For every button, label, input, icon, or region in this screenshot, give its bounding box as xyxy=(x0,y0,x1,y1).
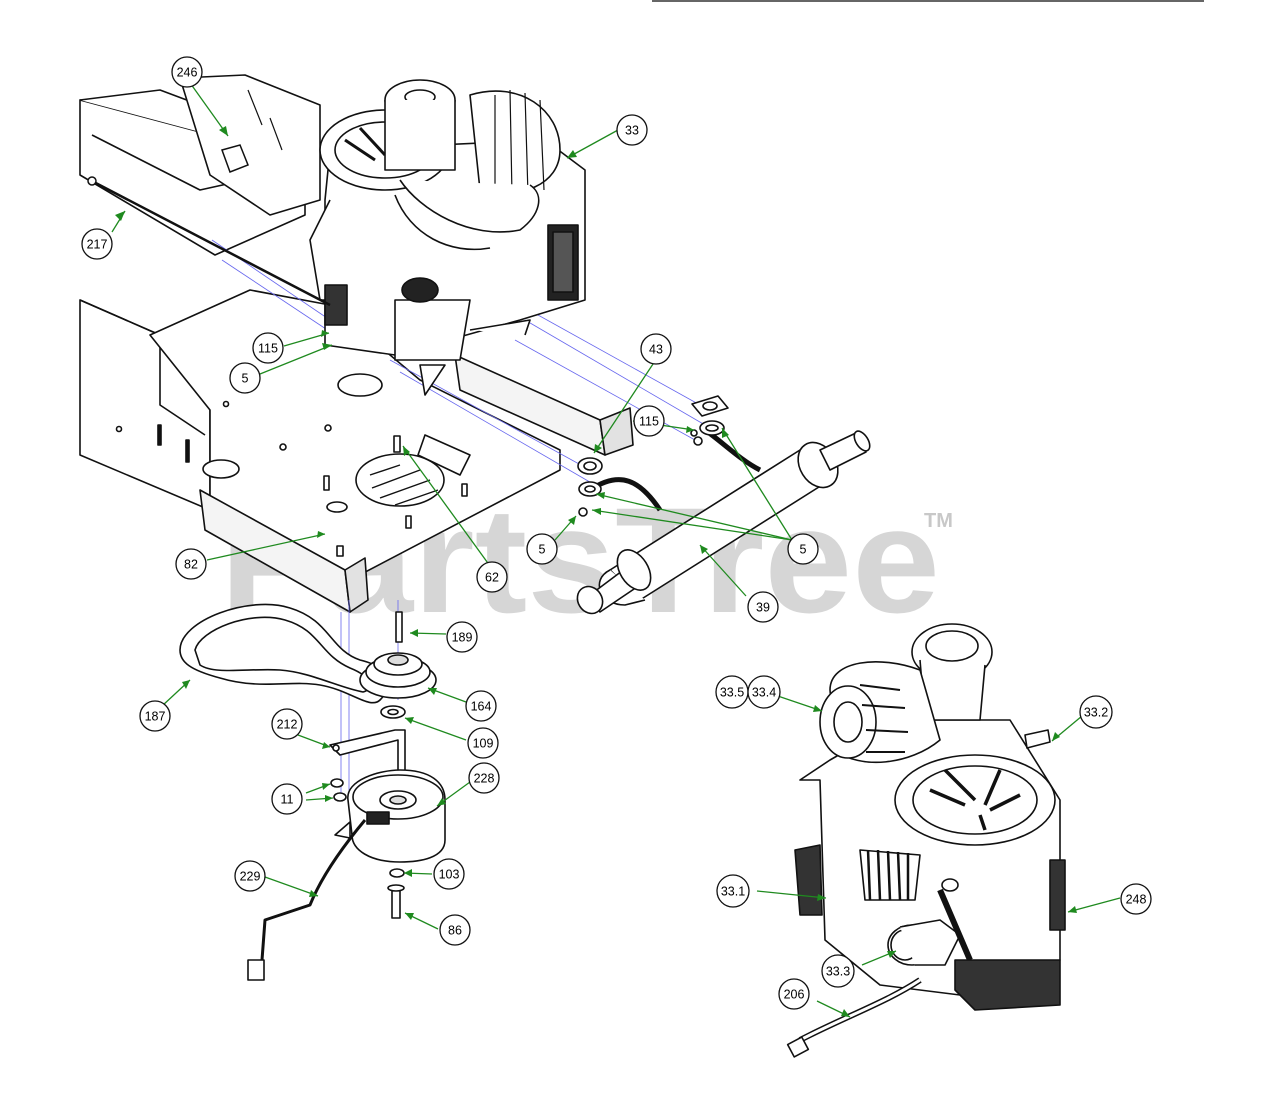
callout-label: 43 xyxy=(649,343,663,357)
callout-label: 62 xyxy=(485,571,499,585)
callout-33[interactable]: 33 xyxy=(616,114,648,146)
callout-label: 246 xyxy=(177,66,198,80)
callout-bubble xyxy=(747,675,781,709)
callout-5b[interactable]: 5 xyxy=(526,533,558,565)
callout-109[interactable]: 109 xyxy=(467,727,499,759)
callout-335[interactable]: 33.5 xyxy=(715,675,749,709)
callout-164[interactable]: 164 xyxy=(465,690,497,722)
callout-label: 217 xyxy=(87,238,108,252)
callout-bubble xyxy=(229,362,261,394)
engine-detail xyxy=(786,623,1066,1058)
callout-331[interactable]: 33.1 xyxy=(716,874,750,908)
cable-217 xyxy=(89,178,331,307)
callout-label: 33.1 xyxy=(721,885,745,899)
callout-62[interactable]: 62 xyxy=(476,561,508,593)
callout-bubble xyxy=(171,56,203,88)
callout-bubble xyxy=(467,727,499,759)
callout-bubble xyxy=(476,561,508,593)
callout-115a[interactable]: 115 xyxy=(252,332,284,364)
callout-label: 33.2 xyxy=(1084,706,1108,720)
callout-bubble xyxy=(252,332,284,364)
callout-label: 82 xyxy=(184,558,198,572)
callout-bubble xyxy=(778,978,810,1010)
callout-label: 33.4 xyxy=(752,686,776,700)
callout-334[interactable]: 33.4 xyxy=(747,675,781,709)
callout-217[interactable]: 217 xyxy=(81,228,113,260)
callout-228[interactable]: 228 xyxy=(468,762,500,794)
callout-11[interactable]: 11 xyxy=(271,783,303,815)
callout-229[interactable]: 229 xyxy=(234,860,266,892)
callout-label: 86 xyxy=(448,924,462,938)
callout-86[interactable]: 86 xyxy=(439,914,471,946)
callout-bubble xyxy=(633,405,665,437)
callout-label: 33.5 xyxy=(720,686,744,700)
callout-5c[interactable]: 5 xyxy=(787,533,819,565)
callout-label: 5 xyxy=(800,543,807,557)
callout-bubble xyxy=(465,690,497,722)
callout-bubble xyxy=(787,533,819,565)
callout-bubble xyxy=(468,762,500,794)
callout-bubble xyxy=(1079,695,1113,729)
callout-label: 115 xyxy=(639,415,659,429)
callout-bubble xyxy=(747,591,779,623)
bracket-246 xyxy=(221,144,249,173)
callout-label: 248 xyxy=(1126,893,1147,907)
callout-103[interactable]: 103 xyxy=(433,858,465,890)
callout-label: 33.3 xyxy=(826,965,850,979)
callout-212[interactable]: 212 xyxy=(271,708,303,740)
callout-39[interactable]: 39 xyxy=(747,591,779,623)
callout-group: 246 33 217 115 5 43 115 5 5 39 82 62 189 187 164 212 109… xyxy=(81,56,1152,1010)
callout-label: 39 xyxy=(756,601,770,615)
callout-248[interactable]: 248 xyxy=(1120,883,1152,915)
watermark-trademark: TM xyxy=(924,510,953,532)
callout-label: 5 xyxy=(539,543,546,557)
callout-label: 103 xyxy=(439,868,460,882)
callout-bubble xyxy=(616,114,648,146)
callout-label: 189 xyxy=(452,631,473,645)
callout-43[interactable]: 43 xyxy=(640,333,672,365)
callout-82[interactable]: 82 xyxy=(175,548,207,580)
callout-bubble xyxy=(81,228,113,260)
callout-label: 5 xyxy=(242,372,249,386)
callout-label: 164 xyxy=(471,700,492,714)
callout-333[interactable]: 33.3 xyxy=(821,954,855,988)
callout-label: 115 xyxy=(258,342,278,356)
callout-bubble xyxy=(526,533,558,565)
callout-189[interactable]: 189 xyxy=(446,621,478,653)
callout-bubble xyxy=(271,783,303,815)
callout-label: 212 xyxy=(277,718,298,732)
callout-115b[interactable]: 115 xyxy=(633,405,665,437)
callout-label: 229 xyxy=(240,870,261,884)
callout-187[interactable]: 187 xyxy=(139,700,171,732)
callout-label: 206 xyxy=(784,988,805,1002)
callout-246[interactable]: 246 xyxy=(171,56,203,88)
callout-label: 11 xyxy=(281,793,294,807)
callout-206[interactable]: 206 xyxy=(778,978,810,1010)
callout-bubble xyxy=(1120,883,1152,915)
callout-bubble xyxy=(175,548,207,580)
callout-label: 228 xyxy=(474,772,495,786)
callout-label: 187 xyxy=(145,710,166,724)
callout-bubble xyxy=(271,708,303,740)
mower-frame xyxy=(79,74,634,613)
leader-arrowheads xyxy=(115,126,1077,1017)
engine-main xyxy=(309,79,586,396)
callout-bubble xyxy=(234,860,266,892)
callout-label: 33 xyxy=(625,124,639,138)
callout-bubble xyxy=(640,333,672,365)
muffler xyxy=(576,395,871,615)
callout-bubble xyxy=(439,914,471,946)
drive-assembly xyxy=(179,603,446,981)
callout-bubble xyxy=(821,954,855,988)
callout-label: 109 xyxy=(473,737,494,751)
callout-bubble xyxy=(716,874,750,908)
callout-332[interactable]: 33.2 xyxy=(1079,695,1113,729)
callout-5a[interactable]: 5 xyxy=(229,362,261,394)
callout-bubble xyxy=(446,621,478,653)
callout-bubble xyxy=(433,858,465,890)
callout-bubble xyxy=(139,700,171,732)
